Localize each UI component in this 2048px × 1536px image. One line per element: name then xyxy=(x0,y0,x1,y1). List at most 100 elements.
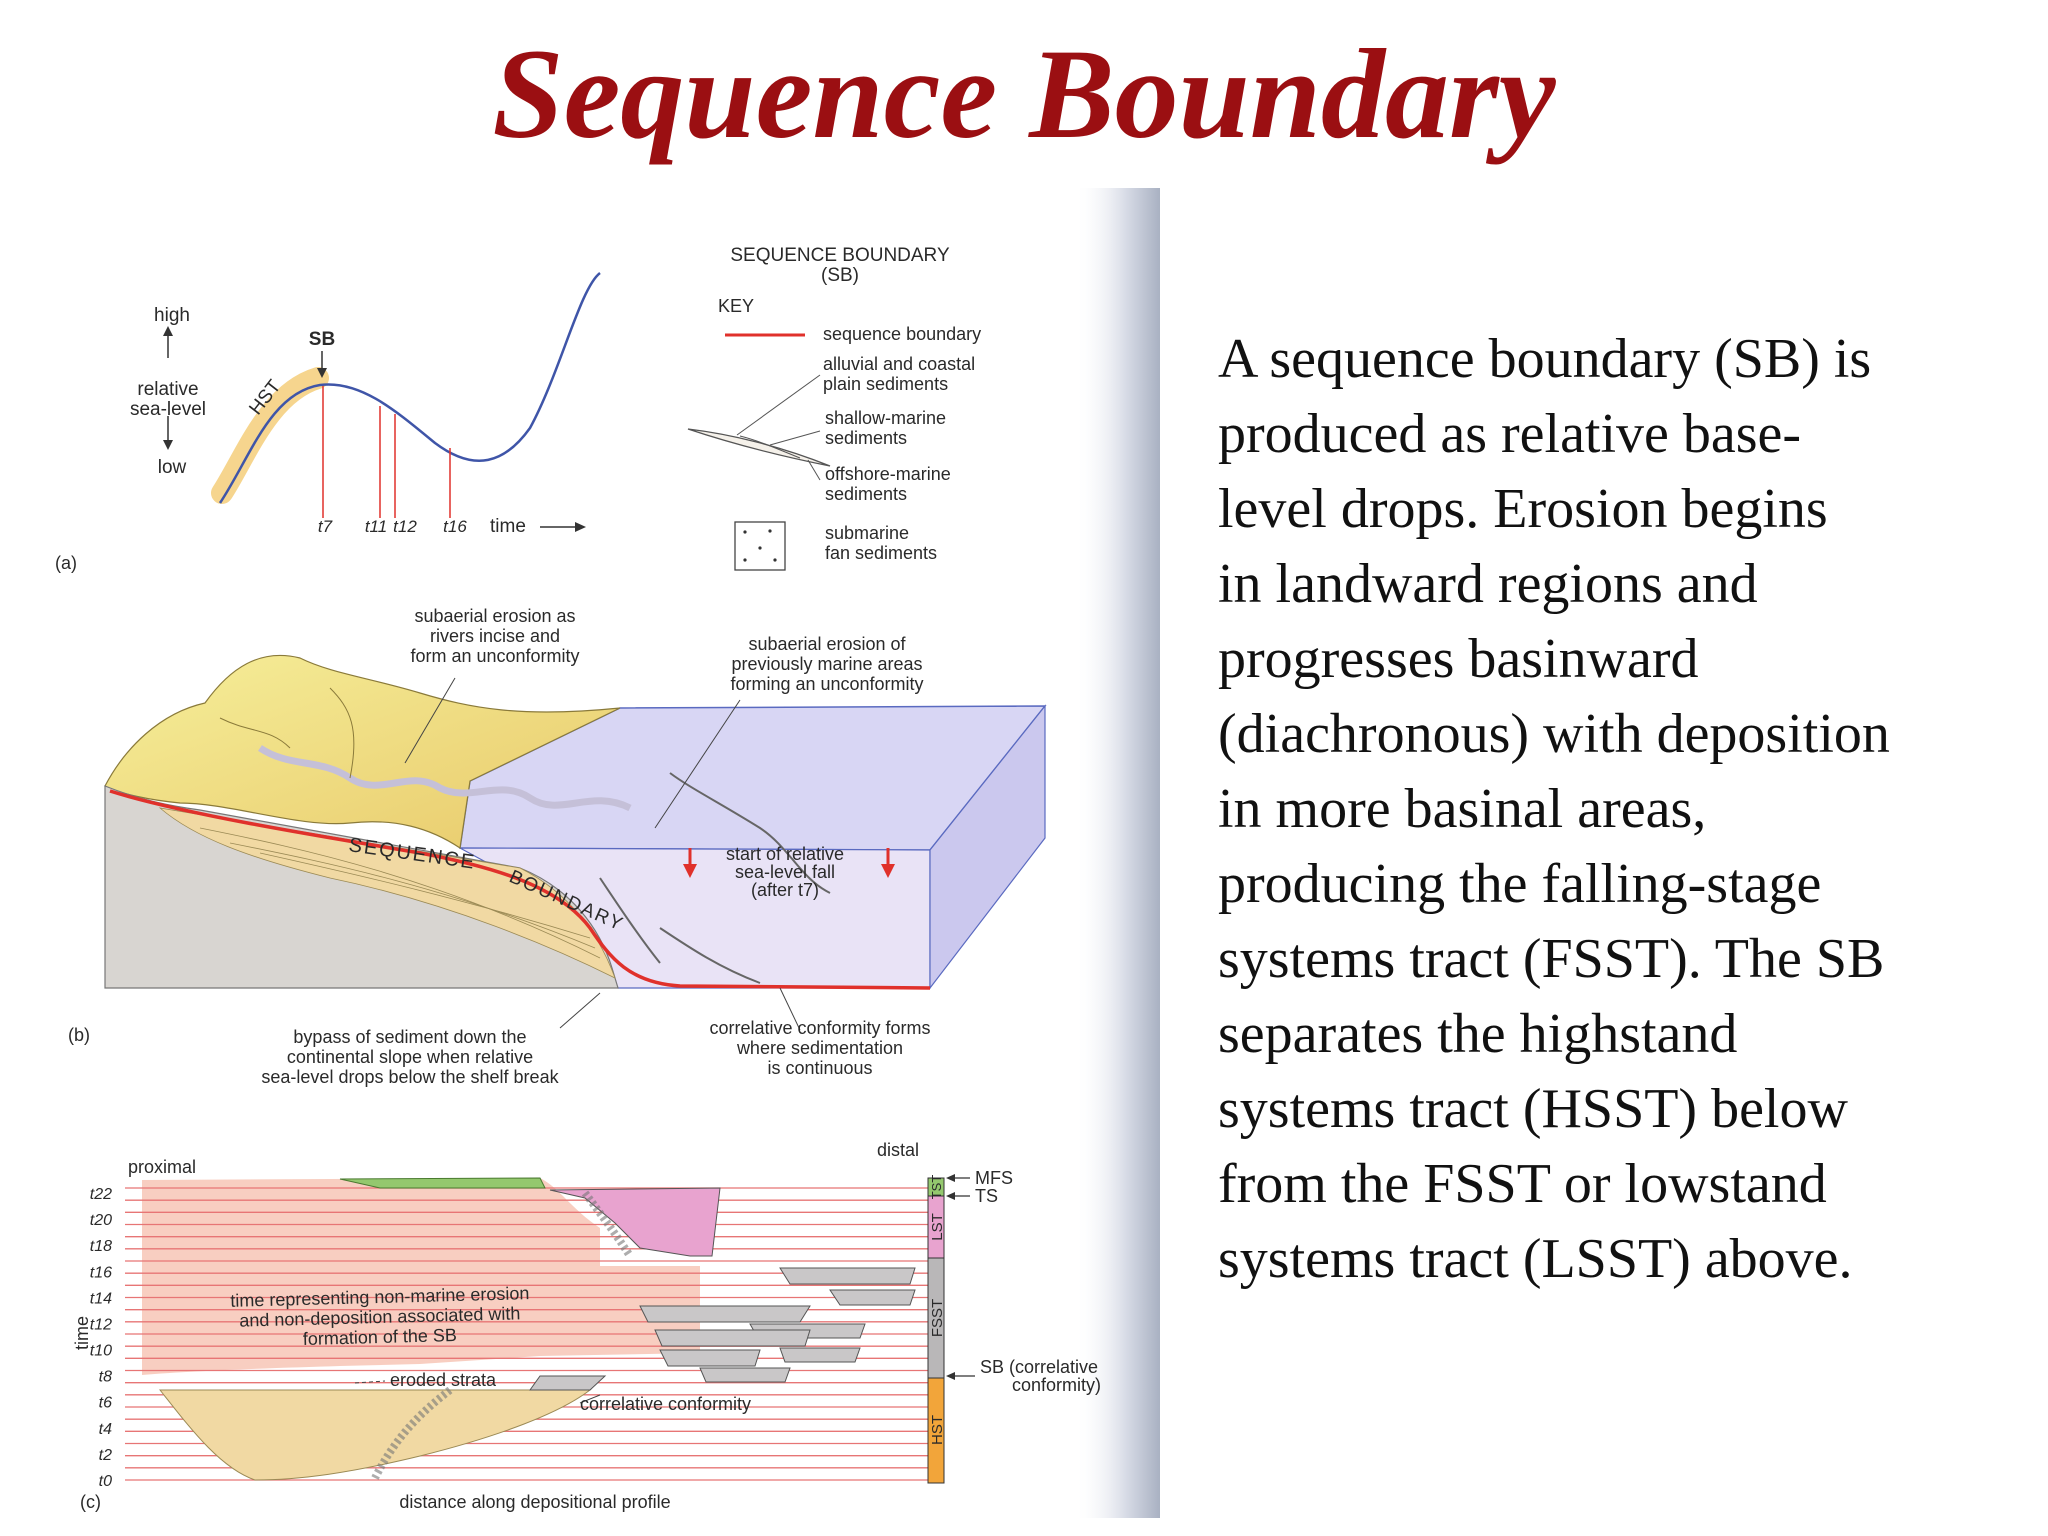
low-arrow-head xyxy=(163,440,173,450)
panel-b-label: (b) xyxy=(68,1025,90,1045)
tick-t11: t11 xyxy=(365,517,387,536)
key-offshore-1: offshore-marine xyxy=(825,464,951,484)
key-sb-text: sequence boundary xyxy=(823,324,981,344)
time-tick-label: t6 xyxy=(99,1395,112,1412)
correlative-2: where sedimentation xyxy=(736,1038,903,1058)
time-tick-label: t18 xyxy=(90,1238,112,1255)
bypass-3: sea-level drops below the shelf break xyxy=(261,1067,559,1087)
time-tick-label: t22 xyxy=(90,1186,112,1203)
mfs-label: MFS xyxy=(975,1168,1013,1188)
key-shallow-1: shallow-marine xyxy=(825,408,946,428)
tick-t12: t12 xyxy=(393,517,417,536)
hst-bar xyxy=(927,1377,945,1484)
distance-axis-label: distance along depositional profile xyxy=(399,1492,670,1512)
time-tick-label: t8 xyxy=(99,1369,112,1386)
time-arrow-head xyxy=(575,522,586,532)
sea-level-fall-2: sea-level fall xyxy=(735,862,835,882)
distal-label: distal xyxy=(877,1140,919,1160)
time-axis-label-c: time xyxy=(72,1316,92,1350)
panel-b: subaerial erosion as rivers incise and f… xyxy=(68,606,1047,1087)
key-wedge-icon xyxy=(687,428,831,467)
key-label: KEY xyxy=(718,296,754,316)
tick-t7: t7 xyxy=(318,517,333,536)
sequence-boundary-figure: high relative sea-level low HST SB t7 t1… xyxy=(0,188,1160,1518)
sb-correlative-1: SB (correlative xyxy=(980,1357,1098,1377)
erosion-hiatus-area xyxy=(142,1178,700,1375)
description-line: progresses basinward xyxy=(1218,628,1699,690)
panel-a: high relative sea-level low HST SB t7 t1… xyxy=(55,272,601,573)
marine-incision-3 xyxy=(659,927,761,984)
shoreline-trajectory xyxy=(371,1386,453,1480)
subaerial-erosion-3: form an unconformity xyxy=(410,646,579,666)
key-pointer-alluvial xyxy=(736,374,821,436)
hst-band xyxy=(211,367,329,504)
panel-a-label: (a) xyxy=(55,553,77,573)
water-right xyxy=(929,704,1046,990)
key-fan-2: fan sediments xyxy=(825,543,937,563)
marine-incision-1 xyxy=(669,772,831,894)
time-axis-label: time xyxy=(490,516,526,537)
tst-bar-label: TST xyxy=(929,1175,944,1200)
key-fan-swatch xyxy=(734,521,786,571)
panel-c-label: (c) xyxy=(80,1492,101,1512)
time-tick-label: t16 xyxy=(90,1264,112,1281)
river-channel xyxy=(258,745,632,812)
fall-arrow-left-icon xyxy=(683,864,697,878)
description-line: systems tract (HSST) below xyxy=(1218,1078,1848,1140)
sea-level-curve xyxy=(218,272,601,504)
mfs-arrow-icon xyxy=(946,1174,955,1182)
sb-arrow-right-icon xyxy=(946,1372,955,1380)
tick-t16: t16 xyxy=(443,517,467,536)
marine-incision-2 xyxy=(599,877,661,964)
y-relative-label: relative xyxy=(137,379,198,400)
description-line: systems tract (LSST) above. xyxy=(1218,1228,1853,1290)
hst-deposit xyxy=(158,1389,592,1481)
description-text: A sequence boundary (SB) is produced as … xyxy=(1218,322,2018,1297)
key-legend: SEQUENCE BOUNDARY (SB) KEY sequence boun… xyxy=(687,245,981,571)
page-binding-shadow xyxy=(1075,188,1160,1518)
correlative-1: correlative conformity forms xyxy=(709,1018,930,1038)
bypass-2: continental slope when relative xyxy=(287,1047,533,1067)
sequence-boundary-line xyxy=(109,789,931,990)
key-offshore-2: sediments xyxy=(825,484,907,504)
bypass-1: bypass of sediment down the xyxy=(293,1027,526,1047)
fsst-bar-label: FSST xyxy=(929,1299,946,1337)
description-line: separates the highstand xyxy=(1218,1003,1738,1065)
key-pointer-offshore xyxy=(807,459,821,481)
key-fan-1: submarine xyxy=(825,523,909,543)
y-low-label: low xyxy=(158,457,187,478)
description-line: level drops. Erosion begins xyxy=(1218,478,1828,540)
y-sea-level-label: sea-level xyxy=(130,399,206,420)
time-tick-label: t20 xyxy=(90,1212,112,1229)
fsst-fan-lenses xyxy=(639,1267,916,1383)
key-pointer-shallow xyxy=(769,430,821,446)
description-line: in landward regions and xyxy=(1218,553,1758,615)
description-line: systems tract (FSST). The SB xyxy=(1218,928,1885,990)
key-wedge-inner xyxy=(739,435,801,459)
lst-deposit xyxy=(549,1187,721,1257)
proximal-label: proximal xyxy=(128,1157,196,1177)
land-surface xyxy=(104,654,621,850)
panel-c: proximal distal TS xyxy=(72,1140,1101,1512)
sb-arrow-head xyxy=(317,368,327,378)
time-tick-label: t0 xyxy=(99,1473,112,1490)
lst-bar-label: LST xyxy=(929,1213,946,1241)
time-tick-label: t12 xyxy=(90,1316,112,1333)
key-alluvial-1: alluvial and coastal xyxy=(823,354,975,374)
hst-bar-label: HST xyxy=(929,1415,946,1445)
ts-arrow-icon xyxy=(946,1192,955,1200)
erosion-note-3: formation of the SB xyxy=(303,1325,458,1349)
description-line: producing the falling-stage xyxy=(1218,853,1822,915)
correlative-3: is continuous xyxy=(767,1058,872,1078)
sea-level-fall-1: start of relative xyxy=(726,844,844,864)
marine-erosion-1: subaerial erosion of xyxy=(748,634,906,654)
key-heading-1: SEQUENCE BOUNDARY xyxy=(730,245,950,266)
y-high-label: high xyxy=(154,305,190,326)
key-shallow-2: sediments xyxy=(825,428,907,448)
time-tick-label: t10 xyxy=(90,1343,112,1360)
fall-arrow-right-icon xyxy=(881,864,895,878)
sb-label: SB xyxy=(309,329,335,350)
eroded-strata-cap xyxy=(529,1375,607,1391)
key-alluvial-2: plain sediments xyxy=(823,374,948,394)
